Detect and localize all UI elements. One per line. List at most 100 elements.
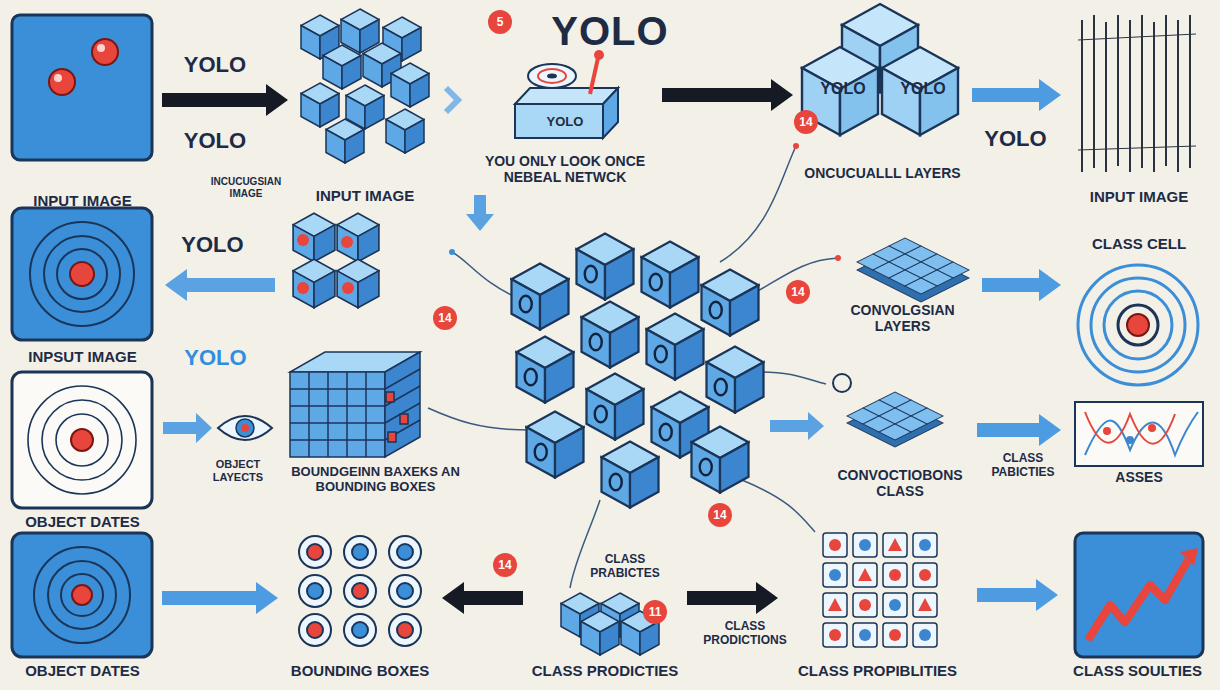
illustration-part bbox=[71, 429, 93, 451]
flow-arrow bbox=[442, 582, 523, 614]
illustration-part bbox=[352, 583, 368, 599]
yolo-device bbox=[515, 50, 618, 138]
illustration-part bbox=[42, 400, 122, 480]
illustration-part bbox=[847, 392, 943, 440]
diagram-node: ASSES bbox=[1068, 400, 1210, 495]
illustration-part bbox=[823, 593, 847, 617]
illustration-part bbox=[517, 337, 574, 403]
node-label: CLASS PRODICTIES bbox=[530, 662, 680, 679]
illustration-part bbox=[835, 255, 841, 261]
flow-arrow bbox=[165, 269, 275, 301]
score-chart-icon bbox=[1075, 533, 1203, 657]
illustration-part bbox=[389, 575, 421, 607]
free-label: INCUCUGSIAN IMAGE bbox=[200, 176, 292, 199]
illustration-part bbox=[1088, 560, 1188, 640]
illustration-part bbox=[1189, 15, 1191, 168]
illustration-part bbox=[385, 386, 420, 406]
illustration-part bbox=[308, 372, 310, 457]
illustration-part bbox=[72, 585, 92, 605]
illustration-part bbox=[307, 583, 323, 599]
illustration-part bbox=[587, 374, 644, 440]
illustration-part bbox=[823, 623, 847, 647]
flow-arrow bbox=[770, 412, 824, 440]
illustration-part bbox=[428, 408, 530, 430]
illustration-part bbox=[913, 593, 937, 617]
node-label: ASSES bbox=[1098, 469, 1180, 485]
illustration-part bbox=[1165, 15, 1167, 166]
illustration-part bbox=[337, 259, 379, 307]
illustration-part bbox=[883, 593, 907, 617]
illustration-part bbox=[293, 213, 335, 261]
illustration-part bbox=[603, 88, 618, 138]
illustration-part bbox=[12, 533, 152, 657]
callout-number: 14 bbox=[708, 503, 732, 527]
node-heading: YOLO bbox=[530, 115, 600, 130]
illustration-part bbox=[290, 388, 385, 390]
illustration-part bbox=[1153, 22, 1155, 172]
illustration-part bbox=[913, 623, 937, 647]
object-rings-icon bbox=[12, 372, 152, 508]
illustration-part bbox=[290, 422, 385, 424]
illustration-part bbox=[241, 424, 249, 432]
illustration-part bbox=[1078, 146, 1196, 150]
input-rings-icon bbox=[12, 208, 152, 340]
illustration-part bbox=[707, 347, 764, 413]
illustration-part bbox=[34, 547, 130, 643]
illustration-part bbox=[853, 563, 877, 587]
illustration-part bbox=[352, 622, 368, 638]
illustration-part bbox=[389, 536, 421, 568]
illustration-part bbox=[385, 403, 420, 423]
illustration-part bbox=[913, 563, 937, 587]
flow-arrow bbox=[162, 84, 288, 116]
illustration-part bbox=[577, 234, 634, 300]
illustration-part bbox=[1104, 291, 1172, 359]
illustration-part bbox=[879, 424, 911, 440]
illustration-part bbox=[602, 442, 659, 508]
chevron bbox=[446, 88, 458, 112]
illustration-part bbox=[515, 88, 618, 104]
illustration-part bbox=[70, 262, 94, 286]
illustration-part bbox=[581, 611, 619, 655]
illustration-part bbox=[1177, 20, 1179, 172]
illustration-part bbox=[293, 259, 335, 307]
illustration-part bbox=[857, 238, 969, 294]
illustration-part bbox=[397, 622, 413, 638]
illustration-part bbox=[582, 302, 639, 368]
illustration-part bbox=[1103, 427, 1111, 435]
illustration-part bbox=[1127, 314, 1149, 336]
flow-arrow bbox=[163, 413, 212, 443]
illustration-part bbox=[44, 236, 120, 312]
node-label: CLASS PROPIBLITIES bbox=[785, 662, 970, 679]
flow-arrow bbox=[662, 79, 793, 111]
illustration-part bbox=[527, 412, 584, 478]
illustration-part bbox=[385, 352, 420, 457]
illustration-part bbox=[1126, 436, 1134, 444]
free-label: YOLO bbox=[178, 345, 253, 370]
illustration-part bbox=[449, 249, 455, 255]
diagram-node: BOUNDING BOXES bbox=[285, 530, 435, 684]
free-label: CLASS PABICTIES bbox=[982, 452, 1064, 480]
flow-arrow bbox=[977, 414, 1061, 446]
illustration-part bbox=[1118, 305, 1158, 345]
diagram-node: BOUNDGEINN BAXEKS AN BOUNDING BOXES bbox=[288, 352, 463, 502]
illustration-part bbox=[793, 143, 799, 149]
illustration-part bbox=[344, 614, 376, 646]
node-label: CLASS SOULTIES bbox=[1065, 662, 1210, 679]
diagram-node: INPUT IMAGE bbox=[1068, 10, 1210, 210]
illustration-part bbox=[1148, 424, 1156, 432]
illustration-part bbox=[97, 44, 105, 52]
illustration-part bbox=[365, 372, 367, 457]
node-label: BOUNDGEINN BAXEKS AN BOUNDING BOXES bbox=[288, 465, 463, 495]
illustration-part bbox=[342, 282, 354, 294]
illustration-part bbox=[1129, 20, 1131, 172]
illustration-part bbox=[49, 69, 75, 95]
illustration-part bbox=[218, 416, 272, 440]
illustration-part bbox=[290, 372, 385, 457]
node-heading: CLASS PRABICTES bbox=[575, 553, 675, 581]
illustration-part bbox=[853, 533, 877, 557]
yolo-cubes bbox=[802, 4, 958, 135]
illustration-part bbox=[12, 15, 152, 160]
illustration-part bbox=[54, 74, 62, 82]
illustration-part bbox=[307, 544, 323, 560]
